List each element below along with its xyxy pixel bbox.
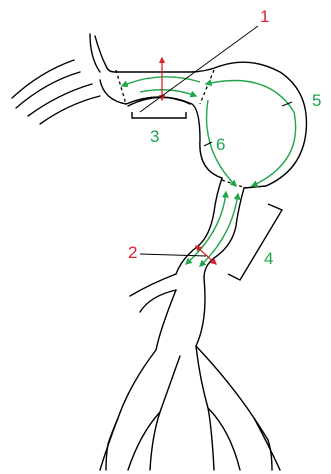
rib-arcs	[12, 60, 100, 124]
label-6: 6	[216, 135, 225, 154]
dashed-boundaries	[116, 70, 246, 188]
label-4: 4	[264, 249, 273, 268]
flow-arrow-upper-right	[140, 90, 196, 96]
label-1: 1	[260, 7, 269, 26]
label-3: 3	[150, 127, 159, 146]
flow-arrow-upper-left	[122, 77, 200, 86]
label-2: 2	[128, 243, 137, 262]
measurement-arrow-neck	[196, 246, 216, 264]
flow-arrows	[122, 77, 296, 266]
labels: 1 2 3 4 5 6	[128, 7, 321, 268]
flow-arrow-dome-outer	[206, 81, 296, 187]
label-5: 5	[312, 91, 321, 110]
bracket-4	[228, 204, 282, 280]
bracket-3	[132, 112, 186, 118]
